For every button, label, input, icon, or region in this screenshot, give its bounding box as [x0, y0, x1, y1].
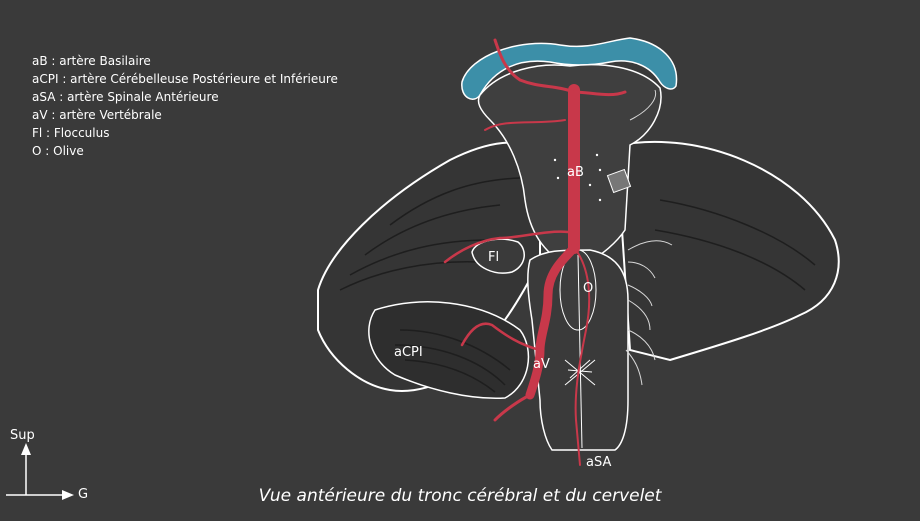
label-O: O: [583, 281, 594, 296]
cerebellum-right-hemisphere: [619, 140, 840, 362]
label-aV: aV: [533, 357, 550, 372]
anterior-spinal-artery: [575, 419, 581, 466]
label-Fl: Fl: [488, 250, 500, 265]
arrow-right-icon: [62, 490, 74, 500]
arrow-up-icon: [21, 443, 31, 455]
vertebral-artery: [525, 243, 579, 400]
pyramidal-decussation: [564, 359, 596, 386]
caption-text: Vue antérieure du tronc cérébral et du c…: [258, 486, 662, 506]
posterior-cerebral-branch-left: [493, 38, 576, 94]
cranial-nerve-roots: [625, 89, 673, 386]
label-aB: aB: [567, 165, 584, 180]
label-aSA: aSA: [586, 455, 612, 470]
legend-item: aB : artère Basilaire: [32, 54, 151, 68]
medulla-midline: [577, 254, 583, 449]
posterior-cerebral-branch-right: [572, 90, 627, 97]
cerebellum-folia: [339, 177, 816, 393]
legend-item: O : Olive: [32, 144, 84, 158]
orientation-up-label: Sup: [10, 428, 35, 443]
figure-caption: Vue antérieure du tronc cérébral et du c…: [0, 486, 920, 506]
legend: aB : artère Basilaire aCPI : artère Céré…: [32, 52, 338, 160]
legend-item: aSA : artère Spinale Antérieure: [32, 90, 219, 104]
legend-item: aCPI : artère Cérébelleuse Postérieure e…: [32, 72, 338, 86]
medulla: [527, 249, 629, 451]
orientation-right-label: G: [78, 487, 89, 502]
nerve-stump: [606, 168, 632, 194]
legend-item: aV : artère Vertébrale: [32, 108, 162, 122]
pons-band: [461, 37, 678, 100]
arteries: [443, 38, 627, 466]
orientation-indicator: [6, 443, 74, 500]
vertebral-artery-contralateral: [574, 249, 591, 421]
pica: [460, 322, 542, 352]
pons-dots: [553, 153, 602, 202]
vertebral-lower-branch: [493, 393, 532, 422]
label-aCPI: aCPI: [394, 345, 423, 360]
legend-item: Fl : Flocculus: [32, 126, 110, 140]
anterior-inferior-cerebellar-branch: [443, 230, 570, 264]
cerebellum-lower-lobe: [368, 301, 530, 400]
superior-cerebellar-branch: [484, 119, 566, 131]
